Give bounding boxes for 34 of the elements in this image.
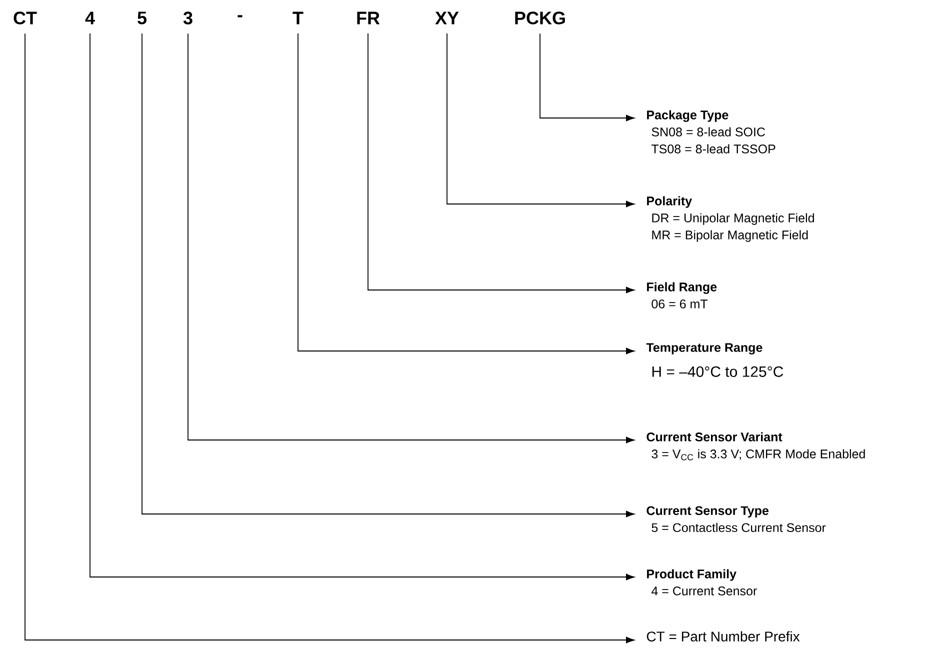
code-letter: PCKG xyxy=(515,12,565,24)
code-letter: XY xyxy=(435,12,459,24)
dash-text: - xyxy=(238,15,242,18)
code-letter: 4 xyxy=(85,12,95,24)
description-text: CT = Part Number Prefix xyxy=(646,631,800,642)
arrow xyxy=(142,33,634,518)
arrow xyxy=(540,33,634,122)
option-text: 06 = 6 mT xyxy=(652,300,708,308)
field-heading: Package Type xyxy=(647,110,728,122)
field-heading: Temperature Range xyxy=(646,343,762,354)
arrow xyxy=(24,33,634,644)
code-letter: T xyxy=(292,12,304,24)
option-text: TS08 = 8-lead TSSOP xyxy=(652,144,776,154)
field-heading: Polarity xyxy=(647,196,692,208)
option-text: MR = Bipolar Magnetic Field xyxy=(652,230,808,242)
arrow xyxy=(90,32,634,580)
arrow xyxy=(188,33,634,444)
arrow xyxy=(446,32,634,208)
code-letter: 5 xyxy=(138,12,147,24)
option-text: DR = Unipolar Magnetic Field xyxy=(652,213,814,225)
option-text: H = –40°C to 125°C xyxy=(652,366,784,377)
field-heading: Field Range xyxy=(647,282,717,294)
code-letter: CT xyxy=(14,12,37,24)
field-heading: Current Sensor Variant xyxy=(646,432,782,442)
code-letter: 3 xyxy=(183,12,192,24)
arrow xyxy=(368,32,634,294)
option-text: 4 = Current Sensor xyxy=(652,586,757,596)
option-text: 3 = V$_{CC}$ is 3.3 V; CMFR Mode Enabled xyxy=(652,449,865,460)
field-heading: Current Sensor Type xyxy=(646,506,768,518)
field-heading: Product Family xyxy=(647,569,736,581)
code-letter: FR xyxy=(357,12,380,24)
option-text: SN08 = 8-lead SOIC xyxy=(652,127,765,136)
arrow xyxy=(298,32,634,354)
option-text: 5 = Contactless Current Sensor xyxy=(652,522,826,532)
